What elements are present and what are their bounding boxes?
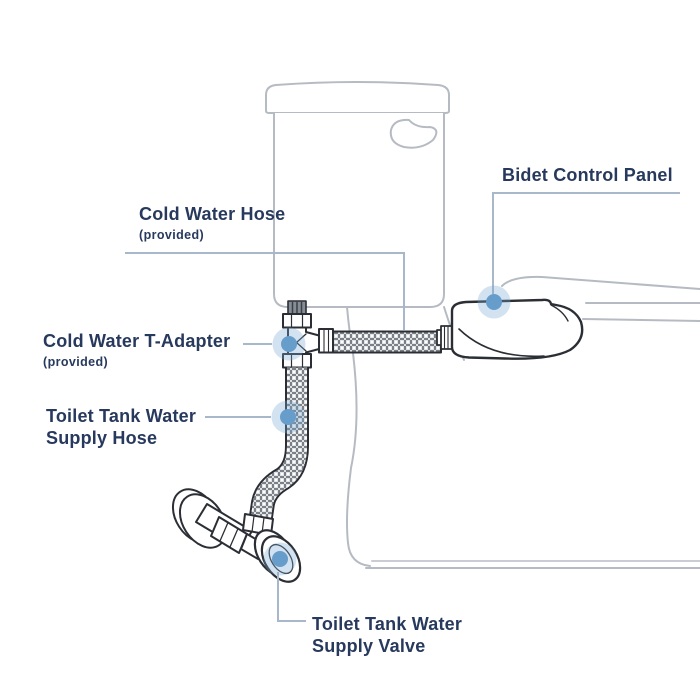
tank-body [273,112,445,308]
marker-dots [263,285,511,576]
label-cold-water-t-adapter-title: Cold Water T-Adapter [43,331,231,351]
callout-cold-water-hose-line [125,252,405,330]
toilet-outline [265,81,700,569]
bidet-inlet-fitting [436,325,453,350]
pedestal-left-edge [346,352,371,567]
label-toilet-tank-supply-valve-line1: Toilet Tank Water [312,614,463,634]
label-cold-water-t-adapter: Cold Water T-Adapter (provided) [43,331,230,370]
t-adapter-top-nut [282,313,312,329]
braided-hose-vertical [250,367,307,522]
supply-hose-graphic [248,367,309,522]
label-toilet-tank-supply-valve-line2: Supply Valve [312,635,426,656]
bidet-unit [436,298,584,360]
callout-bidet-control-panel-line [492,192,680,294]
seat-bottom-line [582,318,700,322]
marker-supply-valve [263,542,297,576]
flush-handle [389,118,438,149]
label-toilet-tank-supply-hose-line2: Supply Hose [46,427,158,448]
marker-supply-hose [271,400,305,434]
label-bidet-control-panel-title: Bidet Control Panel [502,165,673,185]
marker-t-adapter [272,327,306,361]
callout-lines [125,192,680,622]
seat-lid-line [501,275,700,290]
callout-supply-valve-line [277,572,306,622]
braided-hose-horizontal [332,330,442,354]
label-bidet-control-panel: Bidet Control Panel [502,165,673,187]
label-cold-water-hose-title: Cold Water Hose [139,204,286,224]
label-toilet-tank-supply-hose-line1: Toilet Tank Water [46,406,197,426]
cold-water-hose-graphic [318,328,442,354]
hose-left-nut [318,328,334,354]
label-cold-water-hose: Cold Water Hose (provided) [139,204,285,243]
marker-bidet-control-panel [477,285,511,319]
tank-inlet-nipple [287,300,307,315]
label-cold-water-t-adapter-note: (provided) [43,354,109,369]
label-toilet-tank-supply-hose: Toilet Tank Water Supply Hose [46,406,196,449]
bidet-body [450,298,584,360]
label-cold-water-hose-note: (provided) [139,227,205,242]
label-toilet-tank-supply-valve: Toilet Tank Water Supply Valve [312,614,462,657]
tank-lid [265,81,450,114]
